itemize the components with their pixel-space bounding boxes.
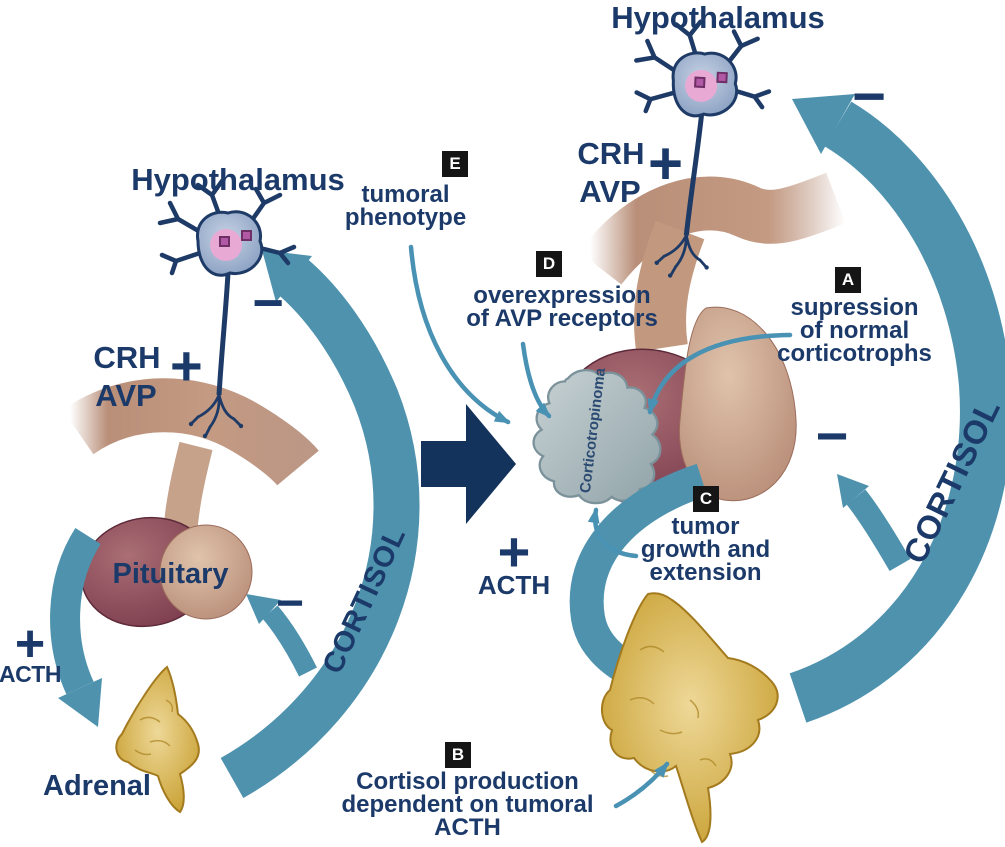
right-crh-plus-sign: + — [648, 130, 684, 197]
annotation-c-line3: extension — [649, 559, 762, 586]
right-hypothalamus-stalk — [578, 172, 846, 352]
annotation-a-line3: corticotrophs — [777, 340, 932, 367]
right-cortisol-arrow — [789, 94, 1005, 723]
left-acth-plus-sign: + — [14, 615, 46, 673]
right-crh-label: CRH — [577, 136, 645, 171]
left-pituitary-label: Pituitary — [112, 558, 229, 590]
annotation-c-line1: tumor — [671, 513, 740, 540]
left-adrenal-gland — [115, 665, 200, 814]
right-pituitary-minus-sign: − — [815, 404, 849, 467]
annotation-b: Cortisol production dependent on tumoral… — [325, 768, 610, 841]
annotation-d: overexpression of AVP receptors — [452, 282, 672, 332]
right-acth-label: ACTH — [477, 570, 551, 600]
badge-b: B — [445, 742, 471, 768]
right-adrenal-gland — [601, 592, 779, 844]
annotation-a: supression of normal corticotrophs — [772, 294, 937, 367]
annotation-e-line1: tumoral — [361, 181, 450, 208]
annotation-b-line1: Cortisol production — [356, 768, 579, 795]
left-acth-arrow — [50, 527, 102, 727]
annotation-e-line2: phenotype — [344, 204, 467, 231]
left-pituitary-minus-sign: − — [275, 577, 305, 630]
left-cortisol-arrow — [220, 250, 420, 799]
left-hypothalamus-title: Hypothalamus — [131, 162, 345, 197]
annotation-b-line2: dependent on tumoral — [341, 791, 594, 818]
badge-c: C — [693, 486, 719, 512]
left-crh-plus-sign: + — [170, 334, 203, 397]
badge-a: A — [835, 267, 861, 293]
annotation-arrow-c — [587, 507, 639, 559]
annotation-c-line2: growth and — [640, 536, 771, 563]
left-negative-feedback-arrow — [246, 594, 317, 677]
left-hypothalamus-stalk — [62, 378, 319, 537]
annotation-b-line3: ACTH — [434, 814, 501, 841]
badge-e: E — [442, 151, 468, 177]
right-hypothalamus-minus-sign: − — [852, 64, 886, 129]
annotation-a-line2: of normal — [799, 317, 910, 344]
left-hypothalamus-minus-sign: − — [252, 273, 284, 333]
annotation-c: tumor growth and extension — [628, 513, 783, 586]
badge-d: D — [536, 251, 562, 277]
transition-arrow — [421, 404, 516, 524]
left-avp-label: AVP — [95, 378, 157, 413]
annotation-arrow-d — [520, 341, 552, 419]
annotation-arrow-b — [613, 761, 670, 809]
annotation-e: tumoral phenotype — [328, 181, 483, 231]
right-hypothalamus-title: Hypothalamus — [611, 0, 825, 35]
left-pituitary-gland — [80, 516, 253, 628]
right-avp-label: AVP — [579, 174, 641, 209]
annotation-d-line1: overexpression — [473, 282, 651, 309]
annotation-d-line2: of AVP receptors — [466, 305, 658, 332]
annotation-arrow-e — [408, 244, 511, 425]
left-acth-label: ACTH — [0, 661, 61, 687]
left-adrenal-label: Adrenal — [43, 770, 151, 802]
right-negative-feedback-arrow — [837, 474, 911, 572]
annotation-arrow-a — [647, 332, 793, 415]
left-crh-label: CRH — [93, 340, 161, 375]
annotation-a-line1: supression — [790, 294, 919, 321]
right-acth-plus-sign: + — [497, 520, 531, 583]
